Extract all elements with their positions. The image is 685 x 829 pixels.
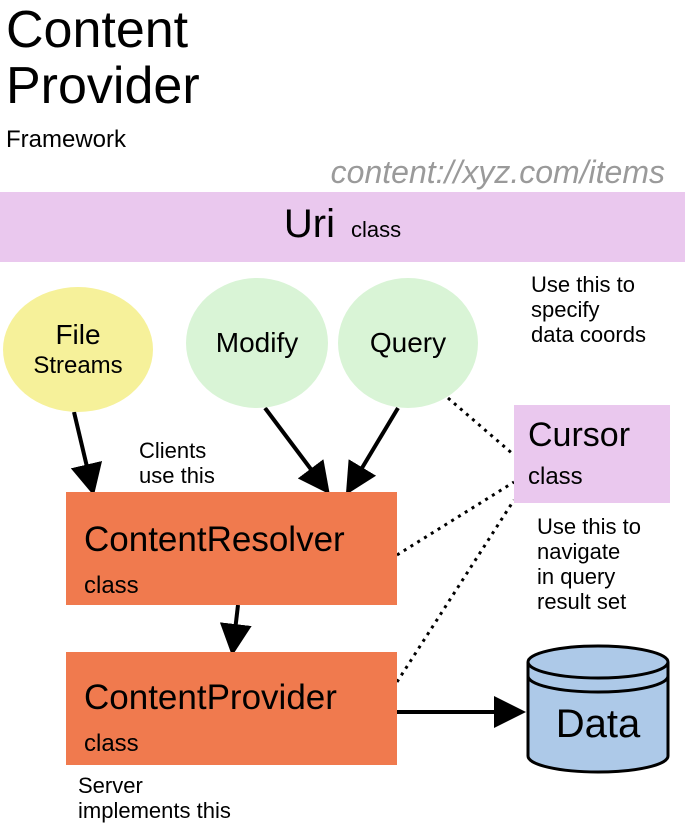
- file-streams-node: File Streams: [3, 287, 153, 412]
- arrow-query-to-resolver: [345, 406, 400, 495]
- dotted-query-to-cursor: [447, 396, 515, 457]
- query-node: Query: [338, 278, 478, 408]
- data-store-label: Data: [555, 702, 641, 746]
- content-provider-name: ContentProvider: [84, 678, 337, 717]
- cursor-note: Use this to navigate in query result set: [537, 514, 641, 614]
- content-resolver-kind: class: [84, 572, 139, 599]
- cursor-class-name: Cursor: [528, 416, 631, 454]
- cursor-class-kind: class: [528, 463, 583, 490]
- arrow-resolver-to-provider: [219, 604, 252, 656]
- query-label: Query: [369, 327, 447, 358]
- uri-example-text: content://xyz.com/items: [330, 154, 665, 190]
- arrow-file-to-resolver: [70, 411, 103, 496]
- uri-class-band: Uri class: [0, 192, 685, 262]
- content-resolver-box: ContentResolver class: [66, 492, 397, 605]
- uri-note: Use this to specify data coords: [531, 272, 646, 347]
- modify-node: Modify: [186, 278, 328, 408]
- page-subtitle: Framework: [6, 126, 127, 153]
- page-title: Content Provider: [6, 2, 200, 114]
- dotted-provider-to-cursor: [395, 499, 516, 683]
- file-streams-label-line1: File: [55, 318, 101, 350]
- uri-class-kind: class: [350, 217, 402, 242]
- content-provider-kind: class: [84, 730, 139, 757]
- cursor-class-box: Cursor class: [514, 405, 670, 503]
- content-resolver-name: ContentResolver: [84, 520, 345, 559]
- title-line-provider: Provider: [6, 57, 200, 115]
- resolver-note: Clients use this: [139, 438, 215, 488]
- content-provider-box: ContentProvider class: [66, 652, 397, 765]
- uri-class-name: Uri: [283, 202, 335, 246]
- dotted-resolver-to-cursor: [396, 480, 515, 557]
- file-streams-label-line2: Streams: [33, 351, 123, 379]
- title-line-content: Content: [6, 1, 189, 59]
- arrow-modify-to-resolver: [263, 406, 330, 495]
- modify-label: Modify: [215, 327, 299, 358]
- provider-note: Server implements this: [78, 773, 231, 823]
